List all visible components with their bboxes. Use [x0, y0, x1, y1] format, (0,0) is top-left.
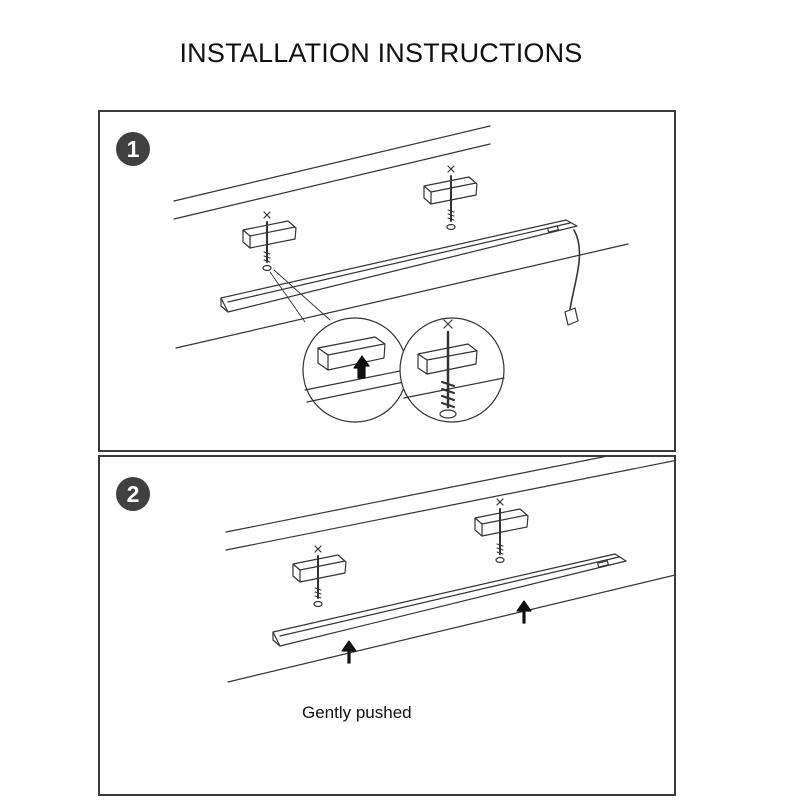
mounting-clip-icon [242, 220, 297, 249]
page-title: INSTALLATION INSTRUCTIONS [179, 38, 583, 68]
arrow-up-icon [353, 355, 370, 379]
ceiling-edge-line [173, 143, 491, 220]
led-light-bar-icon [220, 219, 581, 326]
magnifier-detail-icon [399, 317, 505, 423]
mounting-clip-icon [474, 508, 529, 537]
step-1-badge: 1 [116, 132, 150, 166]
ceiling-edge-line [225, 457, 606, 533]
screw-icon [262, 211, 272, 272]
ceiling-edge-line [173, 125, 491, 202]
ceiling-edge-line [175, 243, 629, 349]
screw-icon [495, 498, 505, 564]
step-2-illustration [225, 457, 674, 683]
magnifier-detail-icon [302, 317, 408, 423]
arrow-up-icon [516, 600, 532, 624]
mounting-clip-icon [292, 554, 347, 583]
ceiling-edge-line [227, 574, 674, 683]
step-2-caption: Gently pushed [302, 703, 412, 722]
arrow-up-icon [341, 640, 357, 664]
step-1-illustration [173, 125, 629, 423]
led-light-bar-icon [272, 553, 627, 647]
step-2-panel: 2 Gently pushed [98, 455, 676, 796]
step-1-panel: 1 [98, 110, 676, 452]
screw-icon [446, 165, 456, 231]
step-2-badge: 2 [116, 477, 150, 511]
mounting-clip-icon [423, 176, 478, 205]
screw-icon [313, 545, 323, 608]
ceiling-edge-line [225, 460, 674, 551]
